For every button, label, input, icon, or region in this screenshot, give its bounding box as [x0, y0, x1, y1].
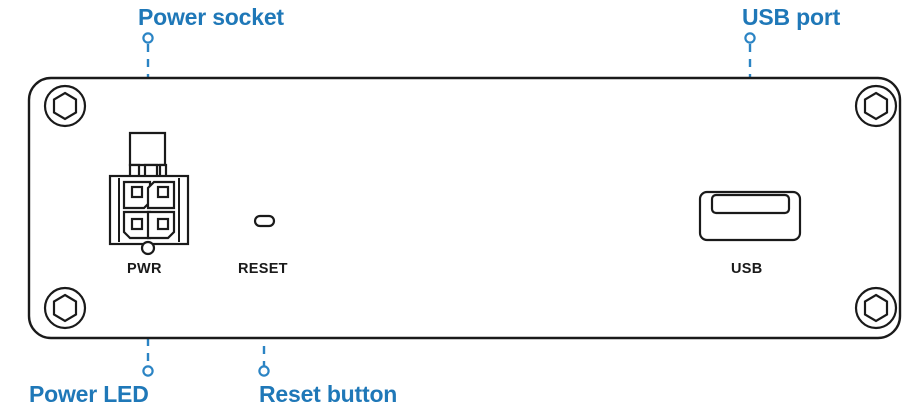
marker-power-led: [142, 365, 154, 377]
screw-top-right: [854, 84, 898, 128]
callout-label-power-socket: Power socket: [138, 4, 284, 30]
leader-markers: [142, 32, 756, 377]
callout-label-reset-button: Reset button: [259, 381, 398, 407]
power-socket-pin-2: [156, 185, 170, 199]
silkscreen-label-reset: RESET: [238, 261, 288, 277]
callout-label-usb-port: USB port: [742, 4, 841, 30]
silkscreen-label-pwr: PWR: [127, 261, 162, 277]
callout-label-power-led: Power LED: [29, 381, 149, 407]
silkscreen-label-usb: USB: [731, 261, 763, 277]
power-socket-pin-3: [130, 217, 144, 231]
panel-outline: [27, 76, 902, 340]
marker-usb-port: [744, 32, 756, 44]
corner-screws: [43, 84, 898, 330]
usb-port-receptacle[interactable]: [698, 190, 802, 242]
screw-top-left: [43, 84, 87, 128]
power-socket-pin-4: [156, 217, 170, 231]
usb-port-tongue: [710, 193, 791, 215]
power-socket-latch: [128, 131, 167, 167]
marker-reset-button: [258, 365, 270, 377]
marker-power-socket: [142, 32, 154, 44]
power-socket-connector: [108, 131, 190, 246]
screw-bottom-right: [854, 286, 898, 330]
power-led-indicator: [140, 240, 156, 256]
screw-bottom-left: [43, 286, 87, 330]
power-socket-pin-1: [130, 185, 144, 199]
reset-button-opening[interactable]: [253, 214, 276, 228]
